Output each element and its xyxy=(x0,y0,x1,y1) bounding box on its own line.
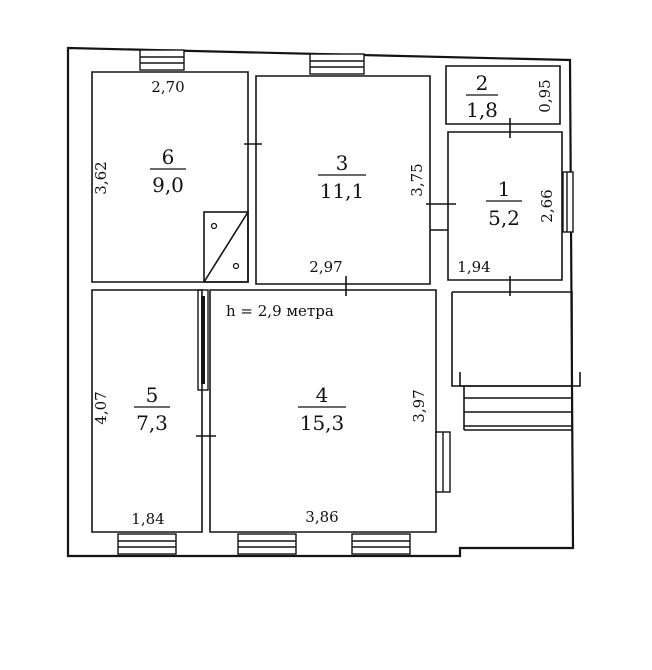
window-right-room4 xyxy=(435,431,451,493)
room-5-number: 5 xyxy=(146,383,159,407)
room-2-outline xyxy=(445,65,561,125)
porch-outline xyxy=(451,291,573,387)
ceiling-height-note: h = 2,9 метра xyxy=(226,302,334,320)
room-2-area: 1,8 xyxy=(466,98,498,122)
room-3-label: 3 11,1 xyxy=(318,151,366,203)
window-bottom-room4-left xyxy=(237,533,297,555)
room-4-number: 4 xyxy=(316,383,329,407)
room-6-number: 6 xyxy=(162,145,175,169)
partition-opening xyxy=(197,289,209,391)
outer-wall xyxy=(66,46,575,558)
room-2-label: 2 1,8 xyxy=(466,71,498,122)
dim-room3-width: 2,97 xyxy=(309,258,342,276)
room-5-area: 7,3 xyxy=(136,411,168,435)
room-5-outline xyxy=(91,289,203,533)
room-2-number: 2 xyxy=(476,71,489,95)
window-top-room3 xyxy=(309,53,365,75)
room-1-area: 5,2 xyxy=(488,206,520,230)
stove-icon xyxy=(203,211,249,283)
room-1-label: 1 5,2 xyxy=(486,177,522,230)
room-4-label: 4 15,3 xyxy=(298,383,346,435)
window-bottom-room5 xyxy=(117,533,177,555)
dim-room5-width: 1,84 xyxy=(131,510,164,528)
dim-room6-width: 2,70 xyxy=(151,78,184,96)
room-1-number: 1 xyxy=(498,177,511,201)
room-3-outline xyxy=(255,75,431,285)
dim-room1-height: 2,66 xyxy=(538,189,556,222)
window-bottom-room4-right xyxy=(351,533,411,555)
door-marks xyxy=(196,118,511,437)
dim-room6-height: 3,62 xyxy=(92,161,110,194)
dim-room1-width: 1,94 xyxy=(457,258,490,276)
room-4-area: 15,3 xyxy=(300,411,345,435)
dim-room4-width: 3,86 xyxy=(305,508,338,526)
room-3-area: 11,1 xyxy=(320,179,365,203)
room-4-outline xyxy=(209,289,437,533)
porch-rail xyxy=(459,372,581,387)
window-top-room6 xyxy=(139,49,185,71)
room-6-label: 6 9,0 xyxy=(150,145,186,197)
dim-room5-height: 4,07 xyxy=(92,391,110,424)
stairs xyxy=(463,386,573,431)
room-3-number: 3 xyxy=(336,151,349,175)
dim-room3-height: 3,75 xyxy=(408,163,426,196)
dim-room2-height: 0,95 xyxy=(536,79,554,112)
dim-room4-height: 3,97 xyxy=(410,389,428,422)
room-6-area: 9,0 xyxy=(152,173,184,197)
room-5-label: 5 7,3 xyxy=(134,383,170,435)
window-right-room1 xyxy=(562,171,574,233)
